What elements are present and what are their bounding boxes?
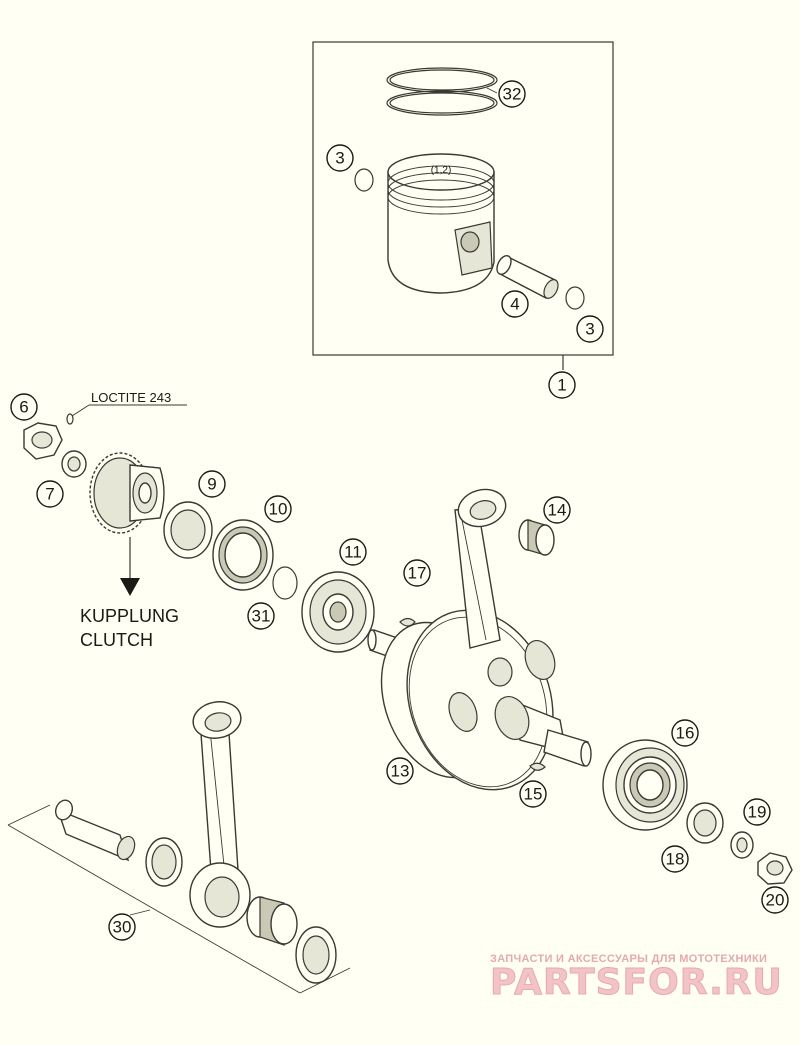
callout-20: 20 xyxy=(761,886,789,914)
piston-kit-group: (1,2) xyxy=(312,41,614,370)
spacer-18 xyxy=(686,802,724,844)
conrod-kit-group xyxy=(7,701,351,994)
loctite-leader xyxy=(71,404,90,417)
callout-17: 17 xyxy=(403,559,431,587)
callout-15: 15 xyxy=(519,780,547,808)
piston: (1,2) xyxy=(387,153,495,294)
svg-text:17: 17 xyxy=(408,564,427,583)
callout-31: 31 xyxy=(247,602,275,630)
thrust-washer-upper xyxy=(145,837,183,887)
callout-18: 18 xyxy=(661,845,689,873)
woodruff-key-17 xyxy=(399,617,416,627)
connecting-rod xyxy=(189,701,251,928)
svg-text:11: 11 xyxy=(344,543,362,562)
svg-text:1: 1 xyxy=(557,376,566,395)
svg-text:6: 6 xyxy=(19,398,28,417)
thrust-washer-lower xyxy=(295,926,337,984)
callout-3-lower: 3 xyxy=(576,315,604,343)
svg-text:14: 14 xyxy=(548,501,567,520)
callout-14: 14 xyxy=(543,496,571,524)
svg-text:3: 3 xyxy=(335,149,344,168)
svg-text:3: 3 xyxy=(585,320,594,339)
watermark: ЗАПЧАСТИ И АКСЕССУАРЫ ДЛЯ МОТОТЕХНИКИ PA… xyxy=(490,953,783,1004)
circlip-lower xyxy=(565,286,585,310)
main-bearing-11 xyxy=(301,571,375,653)
right-parts xyxy=(602,739,793,885)
washer-19 xyxy=(730,831,754,859)
primary-gear xyxy=(89,452,165,534)
hex-nut xyxy=(23,422,63,460)
shaft-seal-10 xyxy=(212,519,274,591)
svg-text:4: 4 xyxy=(510,295,519,314)
washer-7 xyxy=(61,450,87,478)
collar-nut-20 xyxy=(757,852,793,885)
piston-rings xyxy=(386,67,498,116)
needle-bearing-14 xyxy=(518,519,555,556)
piston-pin xyxy=(496,254,559,299)
clutch-arrow-head xyxy=(120,578,140,596)
piston-size-mark: (1,2) xyxy=(431,165,452,176)
callout-16: 16 xyxy=(671,719,699,747)
callout-9: 9 xyxy=(198,470,226,498)
callout-1: 1 xyxy=(548,371,576,399)
crankshaft xyxy=(367,488,592,791)
woodruff-key-15 xyxy=(529,762,546,771)
callout-32: 32 xyxy=(498,80,526,108)
clutch-label-de: KUPPLUNG xyxy=(80,606,179,626)
callout-6: 6 xyxy=(10,393,38,421)
callout-30: 30 xyxy=(108,913,136,941)
watermark-subtitle: ЗАПЧАСТИ И АКСЕССУАРЫ ДЛЯ МОТОТЕХНИКИ xyxy=(490,953,767,965)
svg-text:10: 10 xyxy=(269,500,288,519)
svg-text:18: 18 xyxy=(666,850,685,869)
svg-text:20: 20 xyxy=(766,891,785,910)
svg-text:9: 9 xyxy=(207,475,216,494)
clutch-label-en: CLUTCH xyxy=(80,630,153,650)
piston-kit-frame xyxy=(312,41,614,356)
svg-text:16: 16 xyxy=(676,724,695,743)
svg-text:31: 31 xyxy=(252,607,271,626)
svg-text:7: 7 xyxy=(45,485,54,504)
spacer-9 xyxy=(163,501,213,559)
svg-text:32: 32 xyxy=(503,85,522,104)
svg-text:30: 30 xyxy=(113,918,132,937)
left-parts: LOCTITE 243 KUPPLUNG CLUTCH xyxy=(23,390,416,653)
callout-7: 7 xyxy=(36,480,64,508)
svg-text:19: 19 xyxy=(748,803,767,822)
callout-3-upper: 3 xyxy=(326,144,354,172)
kit-leader-30 xyxy=(129,909,151,916)
callout-11: 11 xyxy=(339,538,367,566)
callout-13: 13 xyxy=(386,757,414,785)
watermark-brand: PARTSFOR.RU xyxy=(490,962,783,1003)
main-bearing-16 xyxy=(602,739,688,831)
svg-text:15: 15 xyxy=(524,785,543,804)
callout-19: 19 xyxy=(743,798,771,826)
circlip-upper xyxy=(354,168,374,192)
needle-cage xyxy=(246,896,298,946)
loctite-label: LOCTITE 243 xyxy=(91,390,171,405)
callout-10: 10 xyxy=(264,495,292,523)
loctite-drop xyxy=(66,413,74,425)
callout-4: 4 xyxy=(501,290,529,318)
o-ring-31 xyxy=(272,566,298,600)
crank-pin xyxy=(54,799,136,862)
svg-text:13: 13 xyxy=(391,762,410,781)
